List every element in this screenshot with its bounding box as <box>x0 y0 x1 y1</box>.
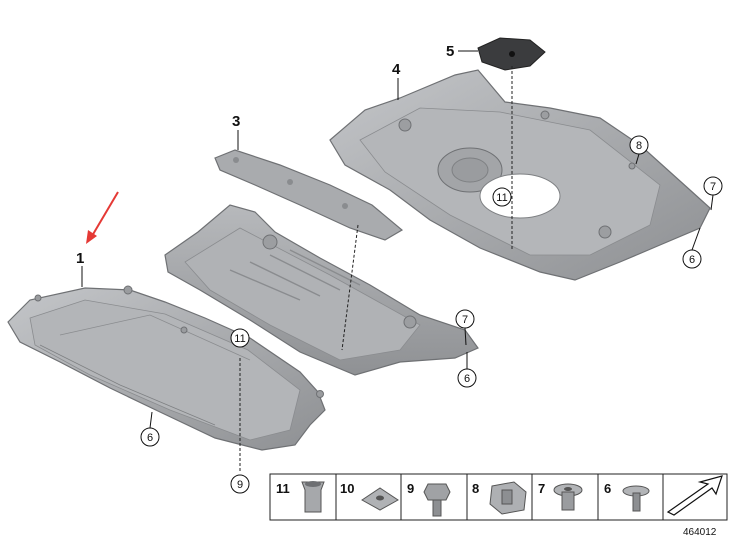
callout-8-rear: 8 <box>629 135 649 165</box>
callout-6-rear: 6 <box>682 227 702 269</box>
legend-cell-7: 7 <box>538 481 583 511</box>
legend-cell-11: 11 <box>276 481 325 513</box>
legend-cell-6: 6 <box>604 481 650 512</box>
part-3-bracket <box>214 149 404 241</box>
fastener-legend: 11 10 9 8 <box>269 473 728 521</box>
diagram-id: 464012 <box>683 527 717 538</box>
legend-cell-9: 9 <box>407 481 451 517</box>
flange-screw-icon <box>622 485 650 512</box>
callout-7-mid: 7 <box>455 309 475 346</box>
legend-cell-8: 8 <box>472 481 527 515</box>
part-5-pad <box>477 37 546 71</box>
part-label-4: 4 <box>392 61 401 78</box>
callout-7-rear: 7 <box>703 176 723 211</box>
part-2-shield <box>164 204 479 376</box>
callout-11-front: 11 <box>230 328 250 348</box>
leader-lines <box>239 66 513 472</box>
callouts: 11 6 9 7 6 11 8 <box>140 135 723 494</box>
callout-6-mid: 6 <box>457 352 477 388</box>
hex-bolt-icon <box>423 483 451 517</box>
svg-text:11: 11 <box>234 333 245 345</box>
svg-text:6: 6 <box>464 373 470 385</box>
red-arrow <box>86 191 119 244</box>
part-labels: 1 3 4 5 <box>76 43 478 287</box>
expansion-nut-icon <box>301 481 325 513</box>
svg-text:11: 11 <box>276 481 290 496</box>
svg-text:6: 6 <box>147 432 153 444</box>
svg-text:7: 7 <box>538 481 545 496</box>
callout-11-rear: 11 <box>492 187 512 207</box>
svg-text:8: 8 <box>472 481 479 496</box>
part-label-5: 5 <box>446 43 454 60</box>
spring-washer-icon <box>361 487 399 511</box>
legend-cell-10: 10 <box>340 481 399 511</box>
part-4-panel <box>329 69 711 281</box>
part-label-1: 1 <box>76 250 84 267</box>
callout-9-front: 9 <box>230 474 250 494</box>
svg-text:8: 8 <box>636 140 642 152</box>
svg-text:9: 9 <box>407 481 414 496</box>
svg-text:9: 9 <box>237 479 243 491</box>
svg-text:7: 7 <box>710 181 716 193</box>
clip-nut-icon <box>489 481 527 515</box>
svg-text:6: 6 <box>689 254 695 266</box>
svg-text:6: 6 <box>604 481 611 496</box>
rivet-nut-icon <box>553 483 583 511</box>
svg-text:11: 11 <box>496 192 507 204</box>
svg-text:7: 7 <box>462 314 468 326</box>
callout-6-front: 6 <box>140 411 160 447</box>
direction-arrow-icon <box>666 475 723 516</box>
part-1-panel <box>7 285 326 451</box>
part-label-3: 3 <box>232 113 240 130</box>
svg-text:10: 10 <box>340 481 354 496</box>
